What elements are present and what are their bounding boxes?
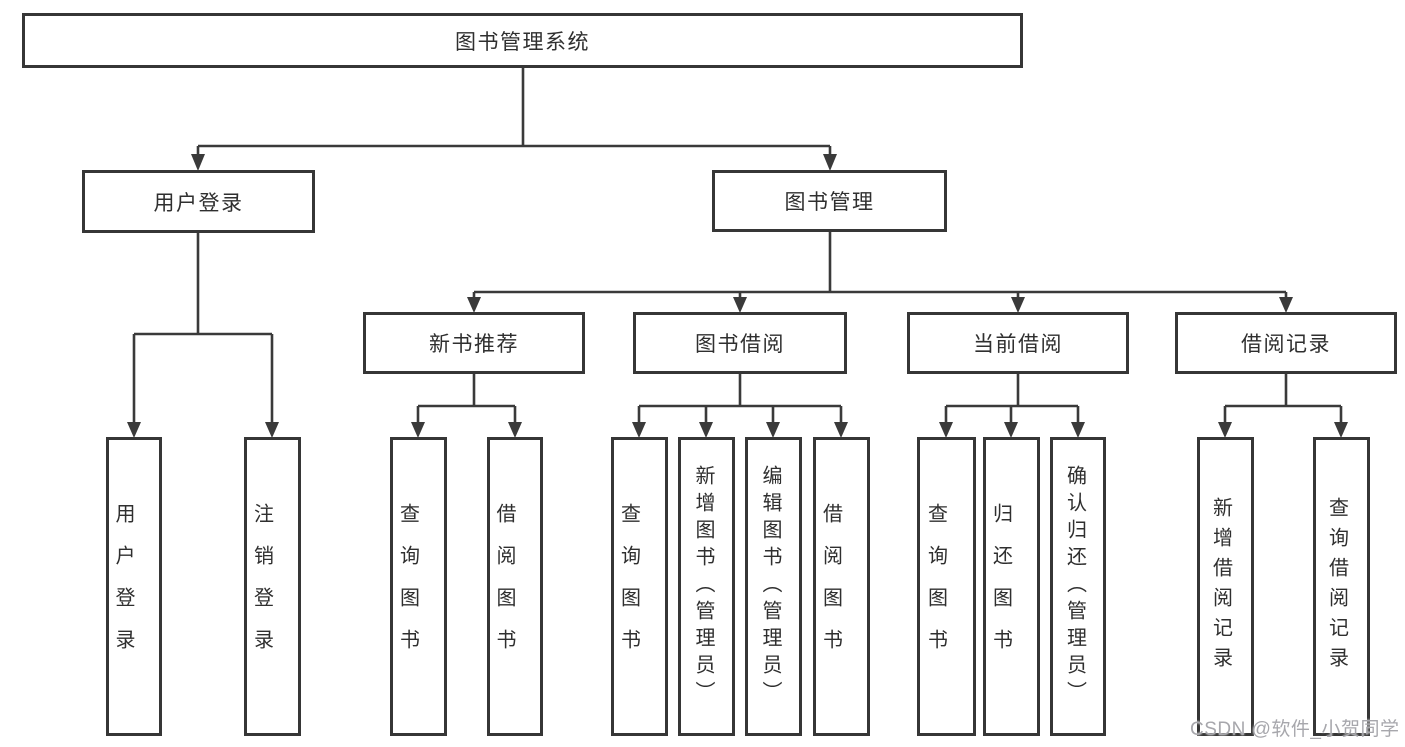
leaf-cb-query-books-label: 查询图书 [924, 502, 947, 671]
leaf-logout: 注销登录 [244, 437, 301, 736]
node-book-mgmt-label: 图书管理 [784, 191, 875, 214]
leaf-bb-borrow-books: 借阅图书 [813, 437, 870, 736]
node-borrow-record: 借阅记录 [1175, 312, 1397, 374]
leaf-rec-borrow-books: 借阅图书 [487, 437, 543, 736]
node-new-book-rec-label: 新书推荐 [429, 333, 519, 356]
node-book-borrow: 图书借阅 [633, 312, 847, 374]
leaf-rec-query-books: 查询图书 [390, 437, 447, 736]
node-root-label: 图书管理系统 [455, 30, 590, 54]
leaf-bb-add-books-label: 新增图书（管理员） [692, 465, 714, 708]
leaf-bb-borrow-books-label: 借阅图书 [819, 502, 842, 671]
leaf-bb-query-books-label: 查询图书 [617, 502, 640, 671]
arrowheads [127, 154, 1348, 438]
node-current-borrow-label: 当前借阅 [973, 333, 1063, 356]
leaf-bb-add-books: 新增图书（管理员） [678, 437, 735, 736]
csdn-watermark: CSDN @软件_小贺同学 [1190, 719, 1400, 740]
leaf-cb-confirm-return: 确认归还（管理员） [1050, 437, 1106, 736]
leaf-br-query-record-label: 查询借阅记录 [1325, 496, 1348, 677]
node-borrow-record-label: 借阅记录 [1241, 333, 1331, 356]
node-new-book-rec: 新书推荐 [363, 312, 585, 374]
leaf-bb-edit-books: 编辑图书（管理员） [745, 437, 802, 736]
node-book-mgmt: 图书管理 [712, 170, 947, 232]
leaf-cb-return-books: 归还图书 [983, 437, 1040, 736]
leaf-logout-label: 注销登录 [250, 502, 273, 671]
node-user-login-label: 用户登录 [153, 191, 244, 215]
leaf-rec-borrow-books-label: 借阅图书 [493, 502, 515, 671]
leaf-br-add-record: 新增借阅记录 [1197, 437, 1254, 736]
leaf-br-query-record: 查询借阅记录 [1313, 437, 1370, 736]
leaf-user-login: 用户登录 [106, 437, 162, 736]
leaf-cb-query-books: 查询图书 [917, 437, 976, 736]
node-book-borrow-label: 图书借阅 [695, 333, 785, 356]
leaf-rec-query-books-label: 查询图书 [396, 502, 419, 671]
node-current-borrow: 当前借阅 [907, 312, 1129, 374]
leaf-cb-return-books-label: 归还图书 [989, 502, 1012, 671]
leaf-bb-edit-books-label: 编辑图书（管理员） [759, 465, 781, 708]
leaf-br-add-record-label: 新增借阅记录 [1209, 496, 1232, 677]
leaf-cb-confirm-return-label: 确认归还（管理员） [1063, 465, 1086, 708]
node-root: 图书管理系统 [22, 13, 1023, 68]
node-user-login: 用户登录 [82, 170, 315, 233]
leaf-user-login-label: 用户登录 [112, 502, 134, 671]
leaf-bb-query-books: 查询图书 [611, 437, 668, 736]
